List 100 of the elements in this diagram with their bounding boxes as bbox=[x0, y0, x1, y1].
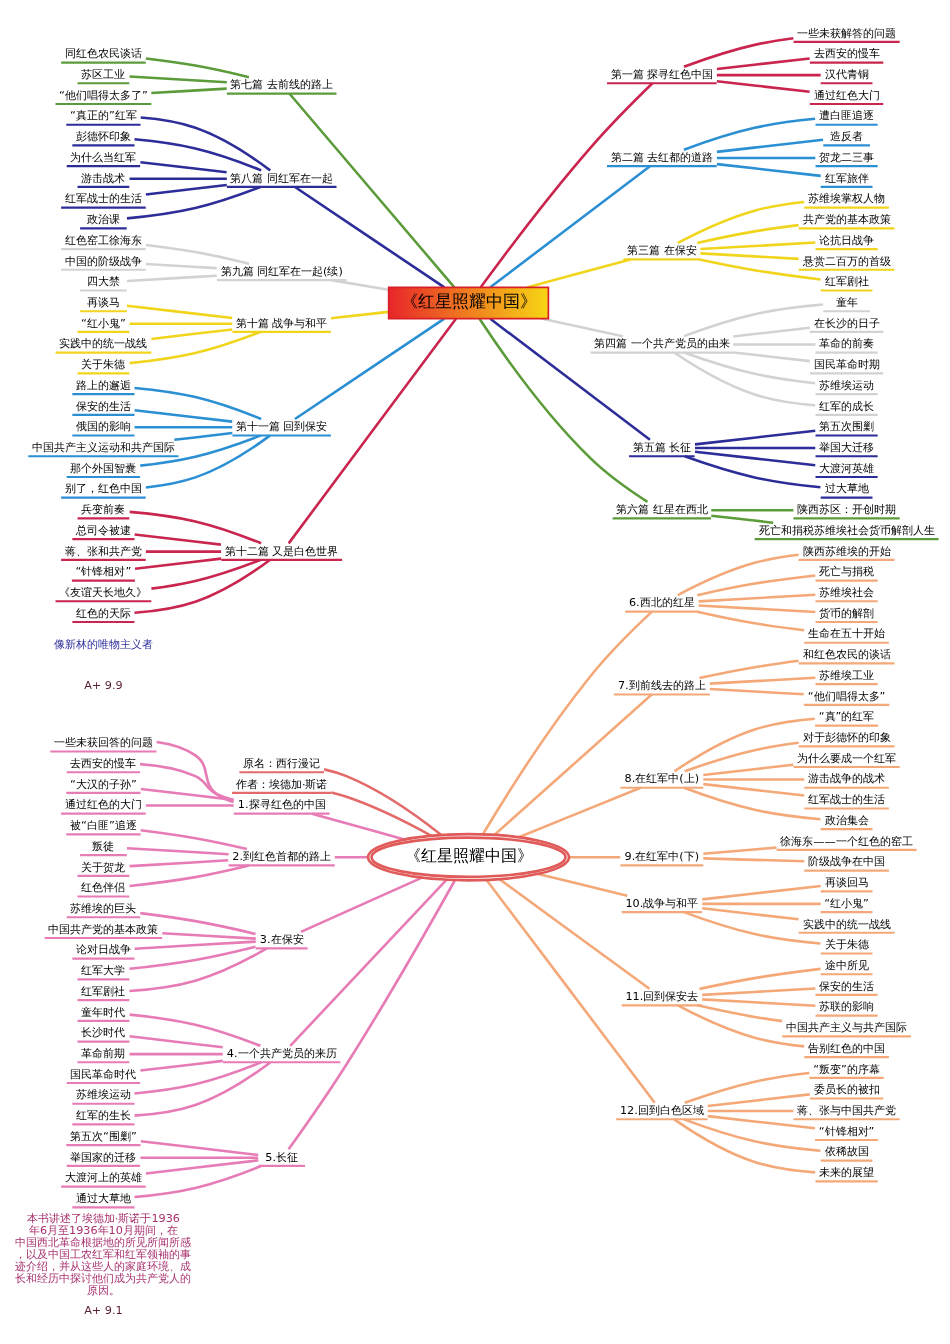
connector bbox=[129, 945, 256, 970]
node-text: 苏维埃的巨头 bbox=[70, 901, 137, 915]
connector bbox=[331, 790, 432, 837]
node-text: 红军战士的生活 bbox=[64, 191, 142, 205]
node-text: 遭白匪追逐 bbox=[819, 108, 875, 122]
connector bbox=[677, 200, 805, 244]
node-text: 第四篇 一个共产党员的由来 bbox=[594, 336, 730, 350]
connector bbox=[145, 262, 217, 269]
connector bbox=[129, 1052, 223, 1055]
connector bbox=[697, 1003, 783, 1022]
node-text: 中国共产主义与共产国际 bbox=[786, 1020, 908, 1034]
node-text: 1.探寻红色的中国 bbox=[237, 797, 326, 811]
connector bbox=[698, 593, 816, 603]
connector bbox=[126, 846, 229, 855]
connector bbox=[145, 434, 271, 489]
connector bbox=[703, 856, 805, 863]
node-text: 《友谊天长地久》 bbox=[59, 585, 148, 599]
node-text: 12.回到白色区域 bbox=[619, 1103, 704, 1117]
node-text: 死亡和捐税苏维埃社会货币解剖人生 bbox=[758, 523, 935, 537]
node-text: 依稀故国 bbox=[824, 1144, 869, 1158]
node-text: 中国共产主义运动和共产国际 bbox=[31, 440, 175, 454]
connector bbox=[151, 327, 233, 340]
node-text: 悬赏二百万的首级 bbox=[802, 254, 891, 267]
node-text: 3.在保安 bbox=[259, 932, 304, 946]
connector bbox=[733, 342, 816, 346]
node-text: 论抗日战争 bbox=[819, 233, 875, 247]
node-text: 苏维埃工业 bbox=[819, 668, 875, 682]
connector bbox=[134, 532, 222, 546]
connector bbox=[716, 138, 824, 153]
connector bbox=[481, 610, 653, 835]
node-text: 通过红色的大门 bbox=[64, 797, 142, 811]
connector bbox=[499, 877, 651, 990]
node-text: 去西安的慢车 bbox=[70, 756, 137, 770]
connector bbox=[703, 845, 777, 855]
connector bbox=[716, 79, 810, 93]
connector bbox=[300, 876, 423, 933]
node-text: 第十二篇 又是白色世界 bbox=[224, 544, 339, 558]
connector bbox=[134, 425, 233, 429]
node-text: “他们唱得太多” bbox=[807, 689, 886, 703]
node-text: 红军战士的生活 bbox=[808, 792, 886, 806]
node-text: 被“白匪”追逐 bbox=[70, 818, 137, 832]
connector bbox=[683, 36, 794, 68]
node-text: 通过大草地 bbox=[75, 1191, 131, 1205]
connector bbox=[145, 1158, 259, 1175]
connector bbox=[129, 176, 227, 180]
node-text: 陕西苏区：开创时期 bbox=[797, 502, 897, 516]
node-box: 《红星照耀中国》 bbox=[387, 286, 550, 319]
node-text: 国民革命时期 bbox=[813, 357, 880, 371]
node-text: 8.在红军中(上) bbox=[624, 771, 700, 785]
label: 像新林的唯物主义者 bbox=[53, 637, 153, 651]
node-text: 实践中的统一战线 bbox=[802, 917, 891, 931]
connector bbox=[126, 273, 217, 282]
connector bbox=[134, 1060, 262, 1095]
node-text: 红军的生长 bbox=[75, 1108, 131, 1122]
node-text: 国民革命时代 bbox=[70, 1067, 137, 1081]
connector bbox=[518, 786, 642, 838]
node-text: 第五次围剿 bbox=[819, 419, 875, 433]
node-text: 政治课 bbox=[86, 212, 120, 226]
connector bbox=[156, 740, 234, 803]
node-text: 关于贺龙 bbox=[81, 860, 126, 874]
connector bbox=[134, 558, 271, 614]
connector bbox=[140, 160, 227, 174]
connector bbox=[700, 251, 799, 260]
label: A+ 9.1 bbox=[84, 1303, 123, 1317]
node-text: 10.战争与和平 bbox=[625, 896, 699, 910]
node-text: 9.在红军中(下) bbox=[624, 849, 700, 863]
connector bbox=[140, 787, 234, 801]
connector bbox=[134, 386, 262, 420]
node-text: 四大禁 bbox=[86, 274, 120, 288]
connector bbox=[699, 659, 799, 679]
node-text: 第九篇 同红军在一起(续) bbox=[220, 264, 343, 278]
node-text: 过大草地 bbox=[824, 481, 869, 495]
connector bbox=[129, 1034, 223, 1049]
connector bbox=[733, 326, 810, 338]
node-text: 同红色农民谈话 bbox=[64, 46, 142, 60]
node-text: 苏维埃社会 bbox=[819, 585, 875, 599]
node-text: 阶级战争在中国 bbox=[808, 854, 886, 868]
connector bbox=[709, 675, 816, 685]
connector bbox=[330, 310, 389, 320]
connector bbox=[569, 855, 621, 859]
connector bbox=[129, 858, 229, 867]
node-text: 长沙时代 bbox=[81, 1025, 126, 1039]
node-text: 第五次“围剿” bbox=[70, 1129, 137, 1143]
connector bbox=[140, 911, 256, 935]
node-text: 那个外国智囊 bbox=[70, 461, 137, 475]
connector bbox=[134, 939, 256, 950]
connector bbox=[134, 408, 233, 423]
connector bbox=[145, 183, 227, 196]
connector bbox=[716, 73, 821, 76]
node-text: 总司令被逮 bbox=[75, 523, 131, 537]
connector bbox=[140, 1059, 223, 1072]
connector bbox=[683, 786, 821, 820]
node-text: 死亡与捐税 bbox=[819, 564, 875, 578]
connector bbox=[702, 997, 816, 1007]
connector bbox=[140, 433, 261, 467]
node-text: 2.到红色首都的路上 bbox=[232, 849, 332, 863]
connector bbox=[683, 302, 824, 337]
node-text: 保安的生活 bbox=[75, 399, 131, 413]
node-text: 苏维埃掌权人物 bbox=[808, 191, 886, 205]
connector bbox=[707, 1092, 810, 1107]
